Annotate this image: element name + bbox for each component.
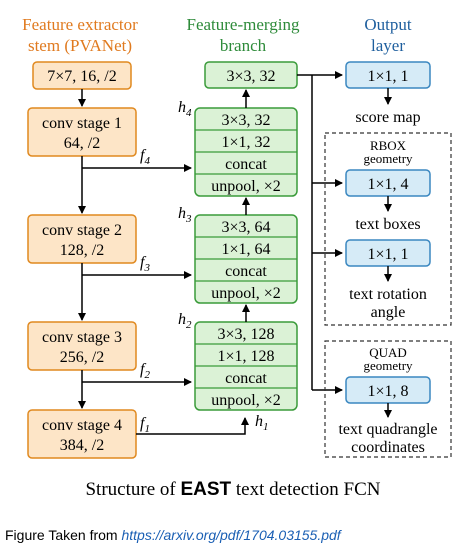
conv-stage-3-title: conv stage 3 xyxy=(42,329,122,346)
merge-column: 3×3, 32 3×3, 32 1×1, 32 concat unpool, ×… xyxy=(194,61,298,411)
rbox-title-line1: RBOX xyxy=(370,138,407,153)
rbox-group xyxy=(324,132,452,326)
output-arrows xyxy=(297,71,343,394)
rotation-label-line1: text rotation xyxy=(349,286,427,303)
block-4-unpool: unpool, ×2 xyxy=(211,178,280,195)
stem-header-line1: Feature extractor xyxy=(22,15,138,34)
diagram-caption: Structure of EAST text detection FCN xyxy=(85,479,380,500)
conv-stage-2-params: 128, /2 xyxy=(60,242,104,259)
block-3-conv3: 3×3, 64 xyxy=(221,219,270,236)
output-header-line1: Output xyxy=(364,15,412,34)
rbox-title-line2: geometry xyxy=(363,151,413,166)
conv-stage-1-title: conv stage 1 xyxy=(42,115,122,132)
source-line: Figure Taken from https://arxiv.org/pdf/… xyxy=(5,527,343,543)
block-4-concat: concat xyxy=(225,156,267,173)
output-header-line2: layer xyxy=(371,36,405,55)
score-conv-label: 1×1, 1 xyxy=(367,68,408,85)
f4-label: f4 xyxy=(140,147,150,167)
h4-label: h4 xyxy=(178,99,192,119)
rbox-conv-2-label: 1×1, 1 xyxy=(367,246,408,263)
quad-label-line1: text quadrangle xyxy=(338,421,437,438)
stem-header-line2: stem (PVANet) xyxy=(28,36,132,55)
quad-title-line1: QUAD xyxy=(369,345,407,360)
feature-arrows xyxy=(82,164,249,435)
block-3-unpool: unpool, ×2 xyxy=(211,285,280,302)
merge-header-line2: branch xyxy=(220,36,267,55)
conv-stage-2-title: conv stage 2 xyxy=(42,222,122,239)
stem-column: 7×7, 16, /2 conv stage 1 64, /2 conv sta… xyxy=(27,61,137,459)
rbox-conv-1-label: 1×1, 4 xyxy=(367,176,408,193)
conv-stage-4-title: conv stage 4 xyxy=(42,417,122,434)
conv-stage-3-params: 256, /2 xyxy=(60,349,104,366)
f1-label: f1 xyxy=(140,415,150,435)
merge-header-line1: Feature-merging xyxy=(187,15,300,34)
conv-stage-1-params: 64, /2 xyxy=(64,135,100,152)
quad-label-line2: coordinates xyxy=(351,439,425,456)
quad-title-line2: geometry xyxy=(363,358,413,373)
block-3-conv1: 1×1, 64 xyxy=(221,241,270,258)
block-3-concat: concat xyxy=(225,263,267,280)
block-2-unpool: unpool, ×2 xyxy=(211,392,280,409)
block-2-concat: concat xyxy=(225,370,267,387)
output-column: 1×1, 1 score map RBOX geometry 1×1, 4 te… xyxy=(324,61,452,458)
block-4-conv1: 1×1, 32 xyxy=(221,134,270,151)
stem-input-label: 7×7, 16, /2 xyxy=(47,68,116,85)
merge-top-conv-label: 3×3, 32 xyxy=(226,68,275,85)
source-link[interactable]: https://arxiv.org/pdf/1704.03155.pdf xyxy=(121,527,342,543)
h2-label: h2 xyxy=(178,311,192,331)
block-2-conv1: 1×1, 128 xyxy=(217,348,274,365)
h3-label: h3 xyxy=(178,205,192,225)
block-4-conv3: 3×3, 32 xyxy=(221,112,270,129)
quad-conv-label: 1×1, 8 xyxy=(367,383,408,400)
h1-label: h1 xyxy=(255,413,269,433)
f2-label: f2 xyxy=(140,361,150,381)
conv-stage-4-params: 384, /2 xyxy=(60,437,104,454)
rotation-label-line2: angle xyxy=(371,304,406,321)
text-boxes-label: text boxes xyxy=(355,216,420,233)
quad-group xyxy=(324,340,452,458)
f3-label: f3 xyxy=(140,254,150,274)
block-2-conv3: 3×3, 128 xyxy=(217,326,274,343)
score-map-label: score map xyxy=(355,109,420,126)
